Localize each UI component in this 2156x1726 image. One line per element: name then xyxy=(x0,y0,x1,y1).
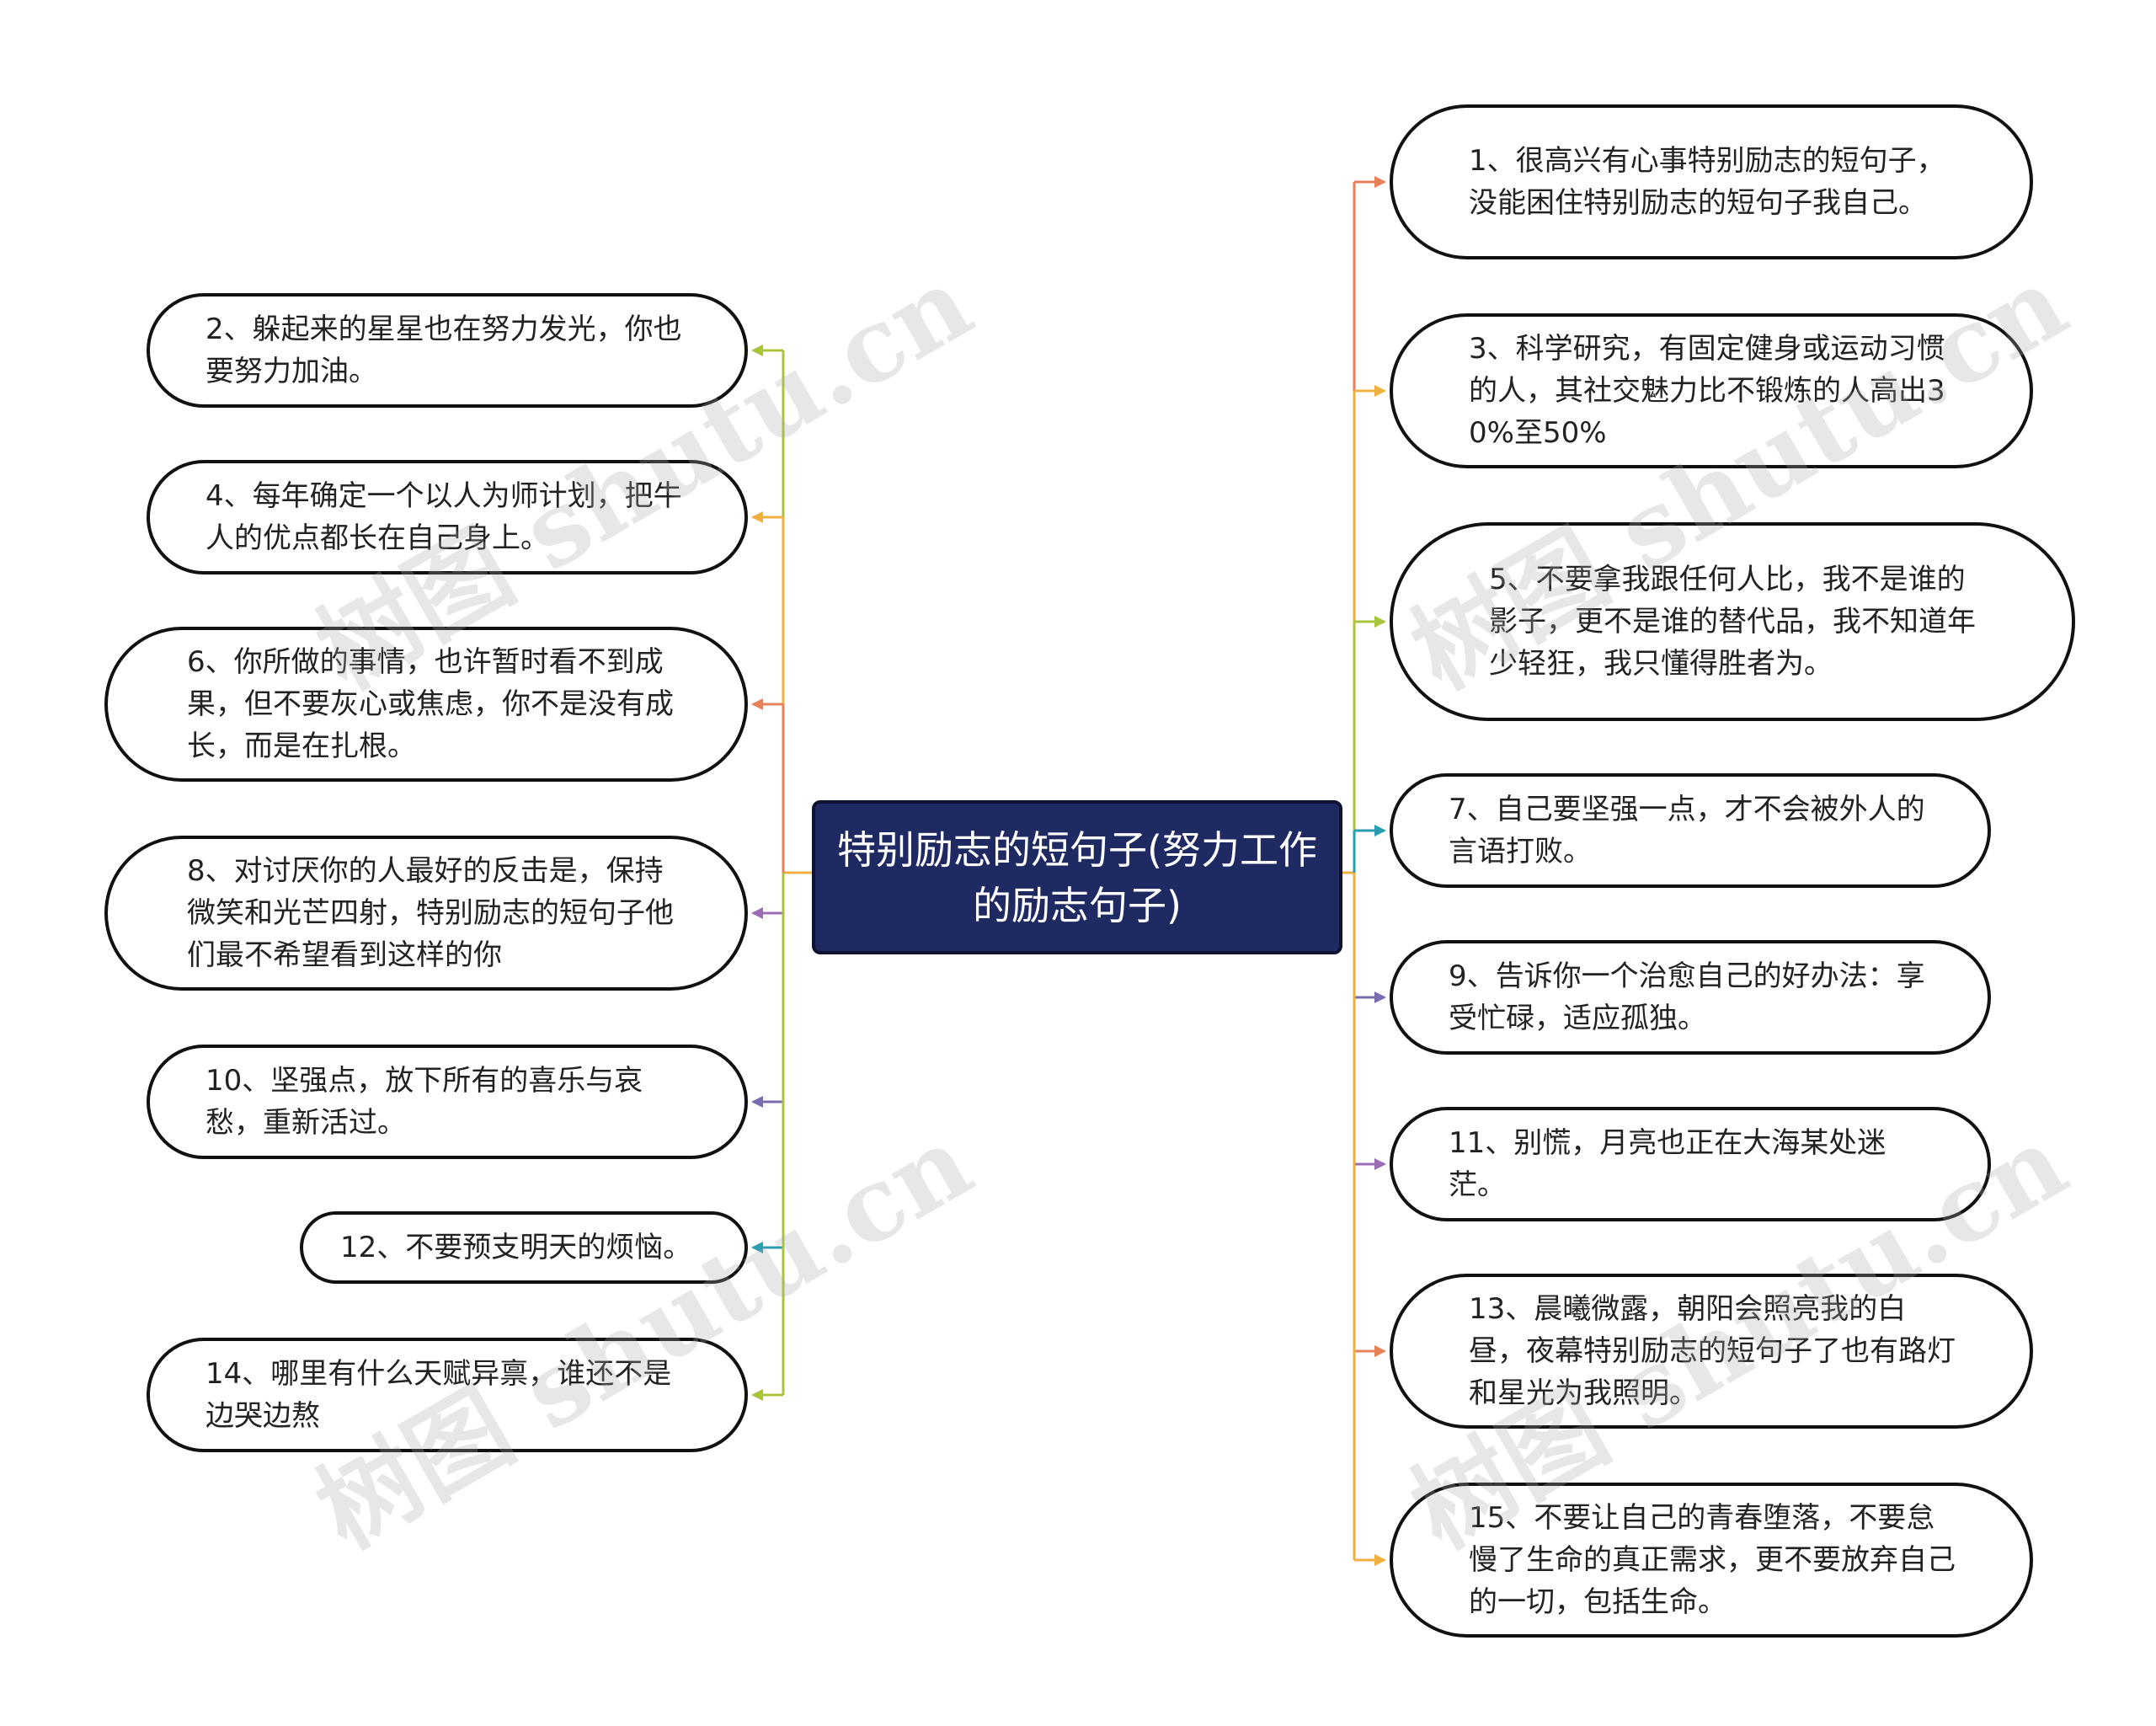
left-topic-3[interactable]: 6、你所做的事情，也许暂时看不到成果，但不要灰心或焦虑，你不是没有成长，而是在扎… xyxy=(104,627,748,782)
right-topic-6[interactable]: 11、别慌，月亮也正在大海某处迷茫。 xyxy=(1390,1107,1991,1221)
right-arrow-4 xyxy=(1374,825,1386,836)
left-topic-2[interactable]: 4、每年确定一个以人为师计划，把牛人的优点都长在自己身上。 xyxy=(147,460,748,574)
right-topic-1[interactable]: 1、很高兴有心事特别励志的短句子，没能困住特别励志的短句子我自己。 xyxy=(1390,104,2033,259)
left-topic-label: 10、坚强点，放下所有的喜乐与哀愁，重新活过。 xyxy=(205,1064,643,1140)
right-topic-label: 13、晨曦微露，朝阳会照亮我的白昼，夜幕特别励志的短句子了也有路灯和星光为我照明… xyxy=(1469,1292,1956,1410)
left-topic-5[interactable]: 10、坚强点，放下所有的喜乐与哀愁，重新活过。 xyxy=(147,1045,748,1159)
right-topic-5[interactable]: 9、告诉你一个治愈自己的好办法：享受忙碌，适应孤独。 xyxy=(1390,940,1991,1055)
right-topic-3[interactable]: 5、不要拿我跟任何人比，我不是谁的影子，更不是谁的替代品，我不知道年少轻狂，我只… xyxy=(1390,522,2075,721)
right-topic-7[interactable]: 13、晨曦微露，朝阳会照亮我的白昼，夜幕特别励志的短句子了也有路灯和星光为我照明… xyxy=(1390,1274,2033,1429)
central-topic-label: 特别励志的短句子(努力工作的励志句子) xyxy=(837,826,1317,928)
left-arrow-7 xyxy=(751,1389,763,1401)
right-arrow-3 xyxy=(1374,616,1386,628)
left-topic-label: 2、躲起来的星星也在努力发光，你也要努力加油。 xyxy=(205,313,682,388)
right-topic-label: 1、很高兴有心事特别励志的短句子，没能困住特别励志的短句子我自己。 xyxy=(1469,144,1945,220)
left-arrow-2 xyxy=(751,511,763,523)
right-topic-label: 3、科学研究，有固定健身或运动习惯的人，其社交魅力比不锻炼的人高出30%至50% xyxy=(1469,332,1945,450)
left-arrow-4 xyxy=(751,907,763,919)
left-topic-label: 6、你所做的事情，也许暂时看不到成果，但不要灰心或焦虑，你不是没有成长，而是在扎… xyxy=(187,645,674,763)
left-topic-label: 8、对讨厌你的人最好的反击是，保持微笑和光芒四射，特别励志的短句子他们最不希望看… xyxy=(187,854,674,972)
right-arrow-6 xyxy=(1374,1158,1386,1170)
right-topic-label: 15、不要让自己的青春堕落，不要怠慢了生命的真正需求，更不要放弃自己的一切，包括… xyxy=(1469,1501,1956,1619)
right-arrow-7 xyxy=(1374,1345,1386,1357)
right-topic-label: 5、不要拿我跟任何人比，我不是谁的影子，更不是谁的替代品，我不知道年少轻狂，我只… xyxy=(1489,563,1976,681)
right-topic-8[interactable]: 15、不要让自己的青春堕落，不要怠慢了生命的真正需求，更不要放弃自己的一切，包括… xyxy=(1390,1483,2033,1638)
right-topic-label: 9、告诉你一个治愈自己的好办法：享受忙碌，适应孤独。 xyxy=(1449,959,1925,1035)
left-arrow-6 xyxy=(751,1242,763,1253)
right-topic-2[interactable]: 3、科学研究，有固定健身或运动习惯的人，其社交魅力比不锻炼的人高出30%至50% xyxy=(1390,313,2033,468)
right-arrow-5 xyxy=(1374,991,1386,1003)
right-arrow-2 xyxy=(1374,385,1386,397)
central-topic[interactable]: 特别励志的短句子(努力工作的励志句子) xyxy=(812,800,1342,954)
left-arrow-1 xyxy=(751,345,763,356)
right-topic-label: 7、自己要坚强一点，才不会被外人的言语打败。 xyxy=(1449,793,1925,868)
right-arrow-8 xyxy=(1374,1554,1386,1566)
left-topic-4[interactable]: 8、对讨厌你的人最好的反击是，保持微笑和光芒四射，特别励志的短句子他们最不希望看… xyxy=(104,836,748,991)
left-topic-6[interactable]: 12、不要预支明天的烦恼。 xyxy=(300,1211,748,1284)
right-arrow-1 xyxy=(1374,176,1386,188)
left-topic-7[interactable]: 14、哪里有什么天赋异禀，谁还不是边哭边熬 xyxy=(147,1338,748,1452)
left-topic-label: 12、不要预支明天的烦恼。 xyxy=(340,1231,692,1264)
left-topic-1[interactable]: 2、躲起来的星星也在努力发光，你也要努力加油。 xyxy=(147,293,748,408)
left-arrow-5 xyxy=(751,1096,763,1108)
left-arrow-3 xyxy=(751,698,763,710)
right-topic-4[interactable]: 7、自己要坚强一点，才不会被外人的言语打败。 xyxy=(1390,773,1991,888)
right-topic-label: 11、别慌，月亮也正在大海某处迷茫。 xyxy=(1449,1126,1886,1202)
left-topic-label: 4、每年确定一个以人为师计划，把牛人的优点都长在自己身上。 xyxy=(205,479,682,555)
left-topic-label: 14、哪里有什么天赋异禀，谁还不是边哭边熬 xyxy=(205,1357,672,1433)
